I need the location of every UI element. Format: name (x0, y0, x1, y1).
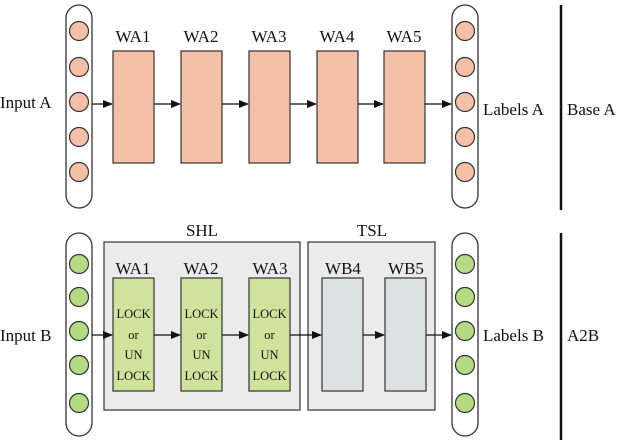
layer-box-wa3 (248, 50, 291, 164)
output-b-neuron (454, 286, 476, 308)
base-a-section: Input A WA1 WA2 WA3 WA4 WA5 (0, 4, 616, 210)
labels-a-label: Labels A (483, 100, 545, 119)
layer-label-wa2: WA2 (184, 27, 219, 46)
a2b-section: SHL TSL Input B WA1 WA2 WA3 WB4 WB5 LOCK… (0, 221, 599, 440)
input-b-label: Input B (0, 326, 51, 345)
lock-text: or (196, 328, 207, 342)
input-a-neuron (68, 126, 90, 148)
a2b-row-label: A2B (567, 326, 599, 345)
layer-label-wa3: WA3 (253, 259, 288, 278)
lock-text: or (128, 328, 139, 342)
layer-box-wa2 (180, 277, 223, 392)
output-a-neuron (454, 56, 476, 78)
output-a-neuron (454, 161, 476, 183)
layer-label-wa3: WA3 (252, 27, 287, 46)
input-a-neuron (68, 91, 90, 113)
layer-box-wa1 (112, 50, 155, 164)
layer-box-wa3 (248, 277, 291, 392)
output-b-neurons (454, 253, 476, 414)
layer-label-wa1: WA1 (116, 259, 151, 278)
input-a-label: Input A (0, 93, 52, 112)
layer-label-wa4: WA4 (320, 27, 355, 46)
input-a-neurons (68, 20, 90, 183)
input-b-neuron (68, 253, 90, 275)
shl-label: SHL (186, 221, 218, 240)
layer-label-wa5: WA5 (387, 27, 422, 46)
shared-layer-wa3: LOCK or UN LOCK (248, 277, 291, 392)
layer-box-wb4 (321, 277, 364, 392)
layer-label-wb4: WB4 (325, 259, 361, 278)
output-a-neuron (454, 126, 476, 148)
output-b-neuron (454, 354, 476, 376)
layer-box-wb5 (384, 277, 427, 392)
output-a-neurons (454, 20, 476, 183)
input-b-neuron (68, 392, 90, 414)
output-b-neuron (454, 392, 476, 414)
layer-label-wa1: WA1 (116, 27, 151, 46)
base-a-row-label: Base A (567, 100, 616, 119)
input-b-neuron (68, 320, 90, 342)
shared-layer-wa2: LOCK or UN LOCK (180, 277, 223, 392)
lock-text: LOCK (116, 307, 150, 321)
shared-layer-wa1: LOCK or UN LOCK (112, 277, 155, 392)
layer-box-wa5 (383, 50, 426, 164)
lock-text: LOCK (184, 307, 218, 321)
input-a-neuron (68, 56, 90, 78)
output-a-neuron (454, 20, 476, 42)
output-b-neuron (454, 253, 476, 275)
lock-text: UN (192, 348, 210, 362)
input-a-neuron (68, 20, 90, 42)
layer-box-wa1 (112, 277, 155, 392)
input-b-neuron (68, 354, 90, 376)
input-b-neuron (68, 286, 90, 308)
lock-text: or (264, 328, 275, 342)
lock-text: LOCK (252, 369, 286, 383)
lock-text: LOCK (116, 369, 150, 383)
lock-text: UN (260, 348, 278, 362)
lock-text: LOCK (184, 369, 218, 383)
layer-label-wb5: WB5 (388, 259, 424, 278)
input-a-neuron (68, 161, 90, 183)
tsl-label: TSL (357, 221, 387, 240)
layer-box-wa4 (316, 50, 359, 164)
labels-b-label: Labels B (483, 326, 544, 345)
input-b-neurons (68, 253, 90, 414)
layer-box-wa2 (180, 50, 223, 164)
layer-label-wa2: WA2 (184, 259, 219, 278)
lock-text: UN (124, 348, 142, 362)
output-a-neuron (454, 91, 476, 113)
output-b-neuron (454, 320, 476, 342)
lock-text: LOCK (252, 307, 286, 321)
